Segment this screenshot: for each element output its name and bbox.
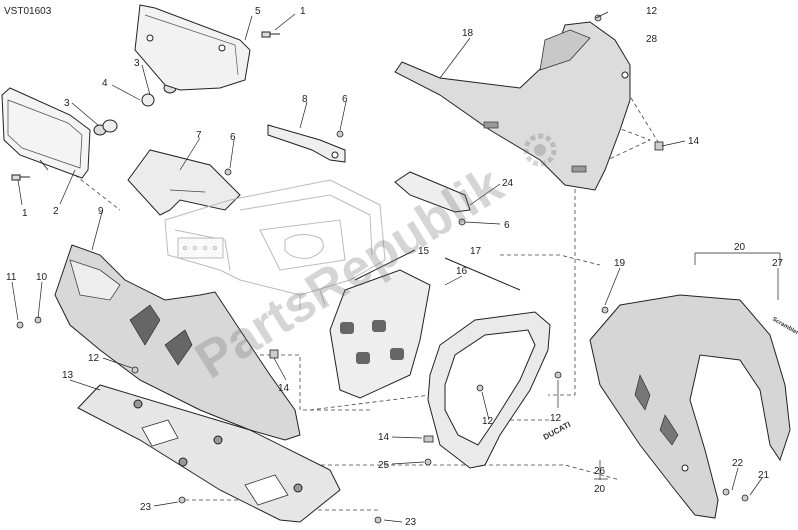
callout-2: 2 bbox=[53, 206, 59, 217]
callout-15: 15 bbox=[418, 246, 430, 257]
callout-19: 19 bbox=[614, 258, 626, 269]
callout-14: 14 bbox=[378, 432, 390, 443]
callout-20: 20 bbox=[594, 484, 606, 495]
callout-23: 23 bbox=[140, 502, 152, 513]
callout-22: 22 bbox=[732, 458, 744, 469]
callout-18: 18 bbox=[462, 28, 474, 39]
callout-12: 12 bbox=[482, 416, 494, 427]
callout-21: 21 bbox=[758, 470, 770, 481]
bracket-part-7 bbox=[127, 149, 241, 216]
callout-9: 9 bbox=[98, 206, 104, 217]
callout-11: 11 bbox=[6, 272, 17, 283]
decal-part-27: Scrambler bbox=[771, 317, 798, 337]
callout-14: 14 bbox=[688, 136, 700, 147]
callout-1: 1 bbox=[22, 208, 28, 219]
callout-3: 3 bbox=[134, 58, 140, 69]
frame-subassembly bbox=[164, 179, 386, 310]
callout-1: 1 bbox=[300, 6, 306, 17]
callout-labels: 1 5 3 4 3 1 2 7 6 8 6 18 12 28 14 24 6 9… bbox=[6, 6, 784, 528]
bracket-part-5 bbox=[134, 4, 251, 91]
screw-part-1 bbox=[11, 31, 280, 181]
callout-25: 25 bbox=[378, 460, 390, 471]
callout-7: 7 bbox=[196, 130, 202, 141]
lower-fairing-part-9 bbox=[54, 244, 301, 441]
callout-24: 24 bbox=[502, 178, 514, 189]
callout-10: 10 bbox=[36, 272, 48, 283]
callout-26: 26 bbox=[594, 466, 606, 477]
callout-6: 6 bbox=[504, 220, 510, 231]
rubber-grommet-part-3 bbox=[93, 82, 177, 136]
callout-5: 5 bbox=[255, 6, 261, 17]
callout-8: 8 bbox=[302, 94, 308, 105]
skid-plate-part-13 bbox=[77, 384, 341, 523]
callout-6: 6 bbox=[230, 132, 236, 143]
leader-lines bbox=[11, 11, 781, 523]
side-frame-panel bbox=[427, 311, 551, 469]
callout-17: 17 bbox=[470, 246, 482, 257]
gear-icon bbox=[523, 133, 557, 167]
bracket-part-24 bbox=[394, 171, 471, 213]
callout-6: 6 bbox=[342, 94, 348, 105]
callout-13: 13 bbox=[62, 370, 74, 381]
callout-16: 16 bbox=[456, 266, 468, 277]
bracket-part-8 bbox=[267, 124, 346, 163]
callout-27: 27 bbox=[772, 258, 784, 269]
center-panel-part-16 bbox=[329, 249, 521, 399]
callout-20: 20 bbox=[734, 242, 746, 253]
callout-23: 23 bbox=[405, 517, 417, 528]
callout-4: 4 bbox=[102, 78, 108, 89]
callout-3: 3 bbox=[64, 98, 70, 109]
front-mask-part-20: DUCATI Scrambler bbox=[542, 294, 798, 519]
diagram-reference-code: VST01603 bbox=[4, 6, 52, 17]
callout-12: 12 bbox=[550, 413, 562, 424]
callout-12: 12 bbox=[646, 6, 658, 17]
upper-fairing-part-18 bbox=[394, 21, 631, 191]
callout-28: 28 bbox=[646, 34, 658, 45]
side-cover-part-2 bbox=[1, 87, 91, 179]
callout-14: 14 bbox=[278, 383, 290, 394]
callout-12: 12 bbox=[88, 353, 100, 364]
